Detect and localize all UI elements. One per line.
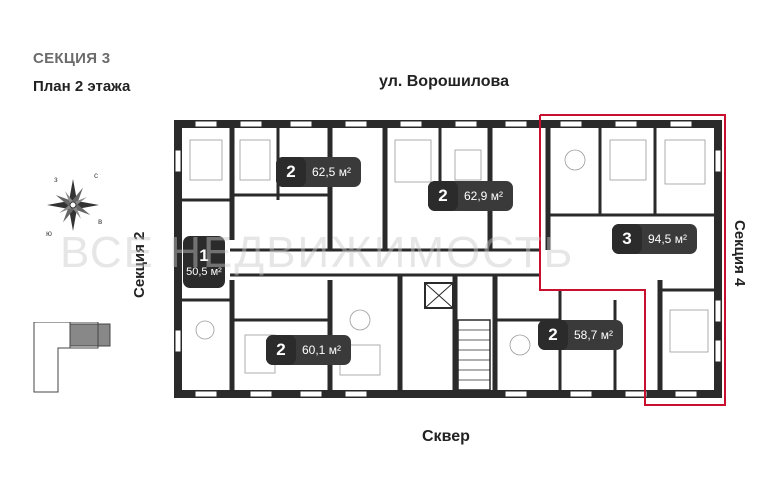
area-value: 58,7 м² xyxy=(574,328,613,342)
street-label: ул. Ворошилова xyxy=(379,73,510,90)
apartment-badge-2c[interactable]: 2 60,1 м² xyxy=(266,335,351,365)
compass-east: в xyxy=(98,217,102,226)
compass-west: з xyxy=(54,175,58,184)
watermark: ВСЕ НЕДВИЖИМОСТЬ xyxy=(60,228,575,277)
apartment-badge-2a[interactable]: 2 62,5 м² xyxy=(276,157,361,187)
area-value: 62,9 м² xyxy=(464,189,503,203)
rooms-count: 2 xyxy=(266,335,296,365)
compass-north: с xyxy=(94,171,98,180)
rooms-count: 1 xyxy=(199,246,209,265)
rooms-count: 3 xyxy=(612,224,642,254)
floor-title: План 2 этажа xyxy=(33,78,131,95)
building-keymap xyxy=(33,322,111,393)
apartment-badge-1[interactable]: 1 50,5 м² xyxy=(183,236,225,288)
compass-south: ю xyxy=(46,229,52,238)
area-value: 94,5 м² xyxy=(648,232,687,246)
area-value: 62,5 м² xyxy=(312,165,351,179)
area-value: 60,1 м² xyxy=(302,343,341,357)
highlight-outline xyxy=(539,114,726,406)
apartment-badge-3[interactable]: 3 94,5 м² xyxy=(612,224,697,254)
apartment-badge-2d[interactable]: 2 58,7 м² xyxy=(538,320,623,350)
area-value: 50,5 м² xyxy=(186,266,222,278)
compass-icon: з с ю в xyxy=(46,171,102,238)
square-label: Сквер xyxy=(422,428,470,445)
section-title: СЕКЦИЯ 3 xyxy=(33,50,111,67)
apartment-badge-2b[interactable]: 2 62,9 м² xyxy=(428,181,513,211)
rooms-count: 2 xyxy=(428,181,458,211)
rooms-count: 2 xyxy=(538,320,568,350)
rooms-count: 2 xyxy=(276,157,306,187)
